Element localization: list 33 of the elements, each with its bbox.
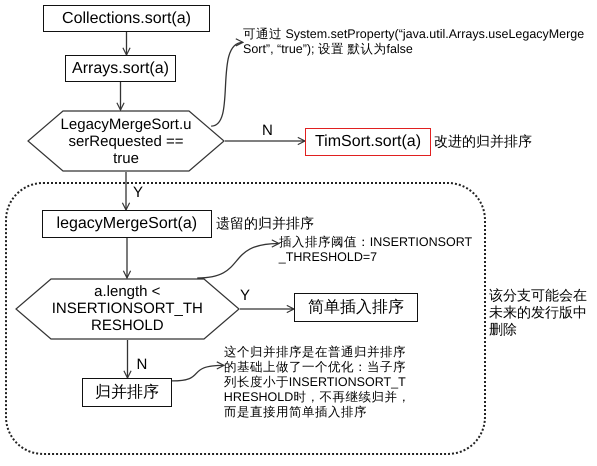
side-note: 该分支可能会在未来的发行版中删除 xyxy=(489,287,588,338)
condition-text: a.length < INSERTIONSORT_THRESHOLD xyxy=(50,283,204,334)
process-box xyxy=(305,128,431,156)
step-label: Arrays.sort(a) xyxy=(72,60,169,78)
callout-note: 这个归并排序是在普通归并排序的基础上做了一个优化：当子序列长度小于INSERTIONSORT_THRESHOLD时，不再继续归并，而是直接用简单插入排序 xyxy=(224,344,414,447)
step-label: 简单插入排序 xyxy=(308,298,404,318)
process-box xyxy=(43,5,210,32)
step-label: legacyMergeSort(a) xyxy=(56,214,198,233)
decision-hexagon xyxy=(14,278,240,340)
process-box xyxy=(65,55,176,82)
step-label: 归并排序 xyxy=(94,382,159,403)
leader-line xyxy=(172,361,225,382)
arrow xyxy=(122,32,131,56)
arrow xyxy=(122,172,130,211)
arrow xyxy=(240,304,295,314)
leader-line xyxy=(197,240,280,279)
arrow xyxy=(225,136,306,146)
process-box xyxy=(294,292,418,322)
process-box xyxy=(82,378,172,407)
step-label: TimSort.sort(a) xyxy=(314,133,422,151)
callout-note: 插入排序阈值：INSERTIONSORT_THRESHOLD=7 xyxy=(278,234,479,269)
leader-line xyxy=(210,40,244,127)
side-note: 改进的归并排序 xyxy=(434,133,533,150)
callout-note: 可通过 System.setProperty(“java.util.Arrays.useLegacyMergeSort”, “true”); 设置 默认为false xyxy=(243,27,588,91)
arrow xyxy=(122,238,132,279)
dotted-group-frame xyxy=(5,182,486,455)
side-note: 遗留的归并排序 xyxy=(214,214,315,232)
arrow xyxy=(116,82,125,111)
condition-text: LegacyMergeSort.userRequested == true xyxy=(60,116,192,166)
decision-hexagon xyxy=(27,110,225,172)
arrow xyxy=(123,340,132,379)
step-label: Collections.sort(a) xyxy=(62,10,191,28)
process-box xyxy=(42,210,212,238)
